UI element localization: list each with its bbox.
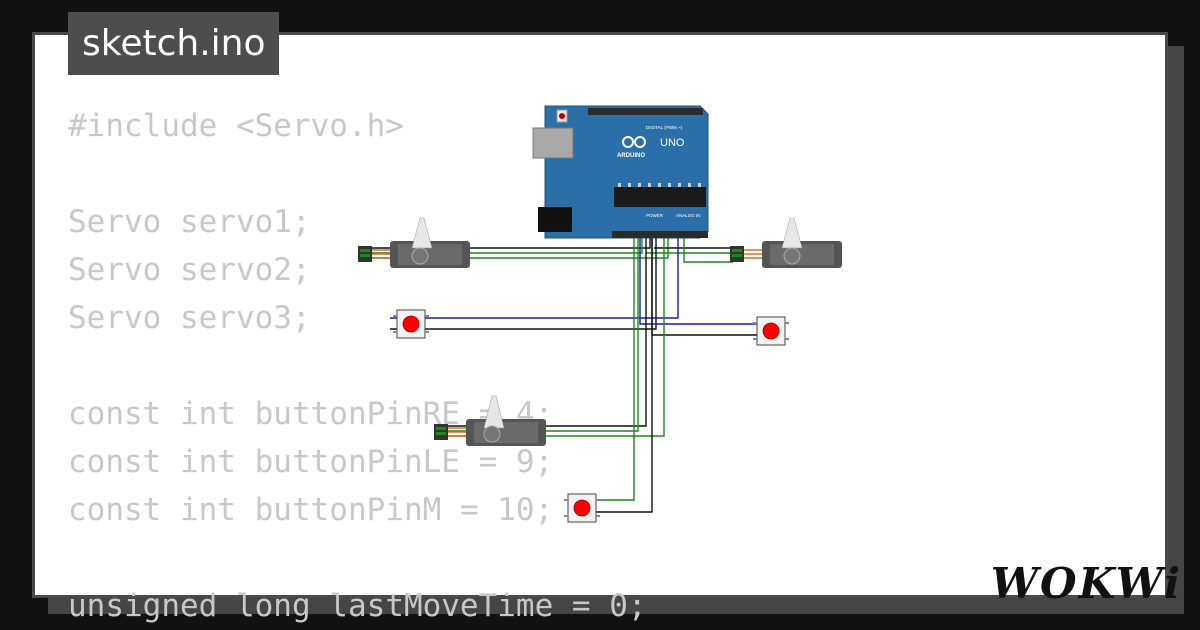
servo-icon — [783, 247, 801, 265]
digital-header-label: DIGITAL (PWM ~) — [646, 125, 683, 130]
wokwi-logo: WOKWi — [990, 559, 1182, 608]
sketch-title: sketch.ino — [68, 12, 280, 75]
arduino-logo-icon — [622, 136, 646, 148]
code-line: unsigned long lastMoveTime = 0; — [68, 588, 647, 624]
servo-icon — [483, 425, 501, 443]
pushbutton-3[interactable] — [564, 493, 600, 523]
servo3[interactable] — [434, 395, 546, 446]
pushbutton-1[interactable] — [393, 309, 429, 339]
code-line: Servo servo3; — [68, 300, 311, 336]
servo1[interactable] — [358, 217, 470, 268]
code-line: Servo servo1; — [68, 204, 311, 240]
code-preview: #include <Servo.h> Servo servo1; Servo se… — [68, 102, 647, 630]
board-model-text: UNO — [660, 137, 685, 149]
power-header-label: POWER — [646, 213, 664, 218]
arduino-uno-board[interactable]: ARDUINO UNO DIGITAL (PWM ~) POWER ANALOG… — [532, 105, 709, 239]
servo2[interactable] — [730, 217, 842, 268]
board-logo-text: ARDUINO — [617, 153, 645, 159]
code-line: #include <Servo.h> — [68, 108, 404, 144]
wire-btn1-ground — [390, 232, 657, 330]
wire-btn3-ground — [596, 232, 653, 513]
code-line: Servo servo2; — [68, 252, 311, 288]
analog-header-label: ANALOG IN — [676, 213, 701, 218]
code-line: const int buttonPinLE = 9; — [68, 444, 554, 480]
pushbutton-2[interactable] — [753, 316, 789, 346]
servo-icon — [411, 247, 429, 265]
wire-btn3-signal — [570, 232, 635, 501]
wire-servo3-vcc — [444, 232, 639, 432]
code-line: const int buttonPinM = 10; — [68, 492, 554, 528]
